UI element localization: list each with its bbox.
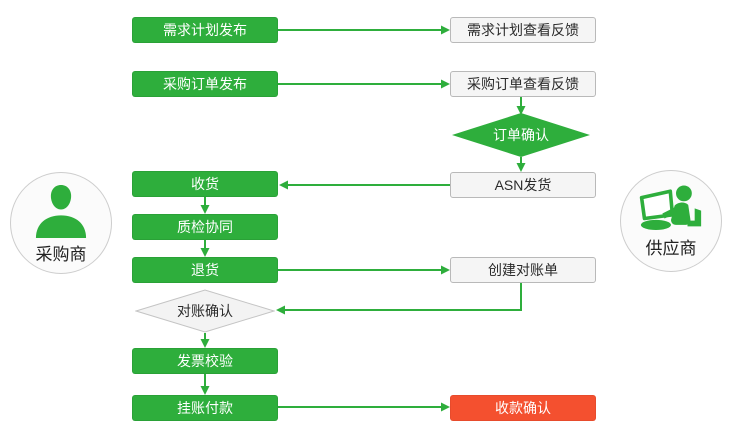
actor-supplier: 供应商 [620,170,722,272]
buyer-person-icon [32,184,90,238]
node-label: 质检协同 [177,219,233,235]
node-label: 采购订单查看反馈 [467,76,579,92]
arrow-create-statement-to-statement-confirm [276,283,522,315]
actor-supplier-label: 供应商 [645,239,697,258]
node-label: 需求计划查看反馈 [467,22,579,38]
decision-label: 对账确认 [177,303,233,319]
node-quality-collaboration: 质检协同 [132,214,278,240]
node-label: 采购订单发布 [163,76,247,92]
node-create-statement: 创建对账单 [450,257,596,283]
actor-buyer: 采购商 [10,172,112,274]
node-label: 需求计划发布 [163,22,247,38]
supplier-laptop-person-icon [638,182,704,232]
node-label: 创建对账单 [488,262,558,278]
diamond-shape [452,113,590,157]
node-label: 收款确认 [495,400,551,416]
node-label: 发票校验 [177,353,233,369]
decision-statement-confirm: 对账确认 [135,289,275,333]
node-purchase-order-publish: 采购订单发布 [132,71,278,97]
node-label: 收货 [191,176,219,192]
node-return-goods: 退货 [132,257,278,283]
node-label: 退货 [191,262,219,278]
node-receive-goods: 收货 [132,171,278,197]
decision-label: 订单确认 [493,127,549,143]
node-label: 挂账付款 [177,400,233,416]
node-demand-plan-feedback: 需求计划查看反馈 [450,17,596,43]
node-purchase-order-feedback: 采购订单查看反馈 [450,71,596,97]
diamond-shape [135,289,275,333]
decision-order-confirm: 订单确认 [452,113,590,157]
node-label: ASN发货 [494,177,552,193]
node-book-payment: 挂账付款 [132,395,278,421]
actor-buyer-label: 采购商 [35,245,87,264]
node-demand-plan-publish: 需求计划发布 [132,17,278,43]
node-asn-shipment: ASN发货 [450,172,596,198]
node-invoice-verification: 发票校验 [132,348,278,374]
node-receipt-confirm: 收款确认 [450,395,596,421]
